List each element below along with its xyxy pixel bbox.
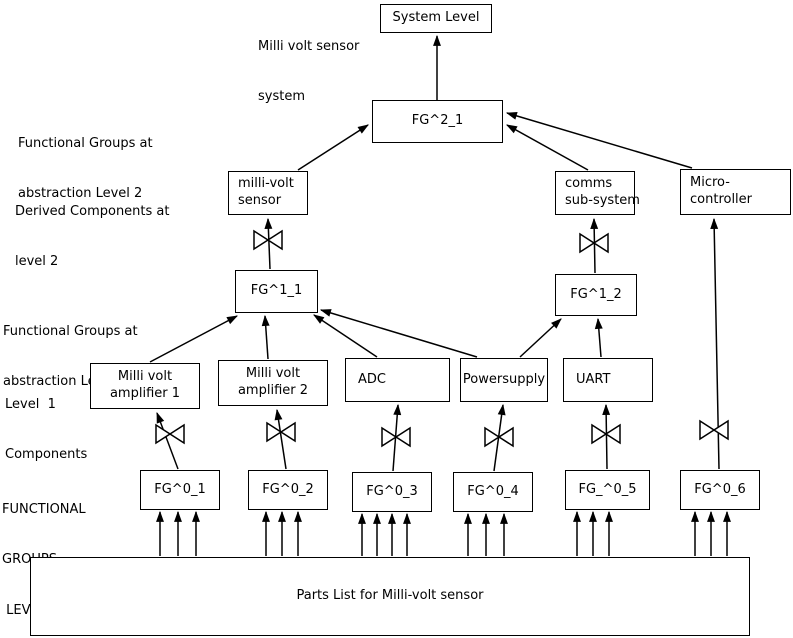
annotation-line: Functional Groups at xyxy=(18,135,153,151)
edge-amp1-to-fg1_1 xyxy=(149,315,238,363)
annotation-level2-groups: Functional Groups at abstraction Level 2 xyxy=(18,102,153,237)
valve-icon-sensor xyxy=(253,229,283,251)
node-uart: UART xyxy=(563,358,653,402)
valve-icon-amp2 xyxy=(266,421,296,443)
annotation-line: abstraction Level 2 xyxy=(18,186,143,202)
node-fg0-2: FG^0_2 xyxy=(248,470,328,510)
node-amp2: Milli volt amplifier 2 xyxy=(218,360,328,406)
annotation-line: Derived Components at xyxy=(15,203,170,219)
node-label: FG^1_2 xyxy=(570,286,622,302)
annotation-level2-derived: Derived Components at level 2 xyxy=(15,170,169,305)
edge-fg0_2-to-amp2 xyxy=(274,408,287,470)
node-fg1-1: FG^1_1 xyxy=(235,270,318,313)
node-label: Powersupply xyxy=(462,371,546,387)
node-system-level: System Level xyxy=(380,4,492,33)
edge-fg1_2-to-comms xyxy=(590,217,599,274)
node-fg1-2: FG^1_2 xyxy=(555,274,637,316)
annotation-level1-groups: Functional Groups at abstraction Level 1 xyxy=(3,290,138,425)
annotation-line: Functional Groups at xyxy=(3,323,138,339)
node-millivolt-sensor: milli-volt sensor xyxy=(228,171,308,215)
node-comms-subsystem: comms sub-system xyxy=(555,171,640,215)
annotation-line: level 2 xyxy=(15,254,59,270)
node-label: comms xyxy=(565,176,613,192)
node-label: System Level xyxy=(392,10,480,26)
valve-icon-adc xyxy=(381,426,411,448)
valve-icon-powersupply xyxy=(484,426,514,448)
node-label: FG_^0_5 xyxy=(578,481,637,497)
node-label: Milli volt xyxy=(245,366,301,382)
edge-fg1_1-to-sensor xyxy=(264,217,273,270)
node-amp1: Milli volt amplifier 1 xyxy=(90,363,200,409)
node-label: amplifier 2 xyxy=(237,383,309,398)
annotation-level1-components: Level 1 Components xyxy=(5,363,87,498)
node-label: UART xyxy=(576,371,611,387)
node-fg2-1: FG^2_1 xyxy=(372,100,503,143)
valve-icon-comms xyxy=(579,232,609,254)
annotation-line: Level 1 xyxy=(5,396,56,412)
node-fg0-6: FG^0_6 xyxy=(680,470,760,510)
node-fg0-3: FG^0_3 xyxy=(352,472,432,512)
node-label: FG^0_3 xyxy=(366,483,418,499)
node-powersupply: Powersupply xyxy=(460,358,548,402)
node-label: controller xyxy=(690,192,753,207)
edge-amp2-to-fg1_1 xyxy=(261,314,270,360)
node-fg0-1: FG^0_1 xyxy=(140,470,220,510)
node-adc: ADC xyxy=(345,358,450,402)
node-label: Milli volt xyxy=(117,369,173,385)
node-label: sensor xyxy=(238,193,282,208)
edge-powersupply-to-fg1_1 xyxy=(319,309,478,358)
edge-powersupply-to-fg1_2 xyxy=(519,318,562,358)
valve-icon-amp1 xyxy=(155,423,185,445)
node-label: FG^0_2 xyxy=(262,481,314,497)
node-label: FG^2_1 xyxy=(411,113,464,129)
node-label: sub-system xyxy=(565,193,640,208)
annotation-line: FUNCTIONAL xyxy=(2,501,86,517)
edge-fg0_5-to-uart xyxy=(602,403,611,470)
node-label: FG^0_4 xyxy=(467,483,519,499)
edge-comms-to-fg2_1 xyxy=(506,124,589,171)
node-label: milli-volt xyxy=(238,176,294,192)
valve-icon-uart xyxy=(591,423,621,445)
annotation-line: system xyxy=(258,89,305,105)
annotation-line: Components xyxy=(5,447,88,463)
node-label: Parts List for Milli-volt sensor xyxy=(296,588,484,604)
node-parts-list: Parts List for Milli-volt sensor xyxy=(30,557,750,636)
valve-icon-micro xyxy=(699,419,729,441)
node-label: FG^1_1 xyxy=(250,283,303,299)
node-micro-controller: Micro- controller xyxy=(680,169,791,215)
edge-micro-to-fg2_1 xyxy=(505,112,693,169)
node-fg0-4: FG^0_4 xyxy=(453,472,533,512)
node-label: FG^0_6 xyxy=(694,481,746,497)
edge-adc-to-fg1_1 xyxy=(313,314,378,358)
node-label: ADC xyxy=(358,371,386,387)
annotation-line: Milli volt sensor xyxy=(258,38,360,54)
node-label: Micro- xyxy=(690,175,730,191)
node-fg0-5: FG_^0_5 xyxy=(565,470,650,510)
annotation-system-title: Milli volt sensor system xyxy=(258,5,359,140)
edge-fg0_1-to-amp1 xyxy=(156,411,179,470)
edge-sensor-to-fg2_1 xyxy=(297,124,369,171)
node-label: amplifier 1 xyxy=(109,386,181,401)
edge-uart-to-fg1_2 xyxy=(594,317,603,358)
node-label: FG^0_1 xyxy=(154,481,206,497)
